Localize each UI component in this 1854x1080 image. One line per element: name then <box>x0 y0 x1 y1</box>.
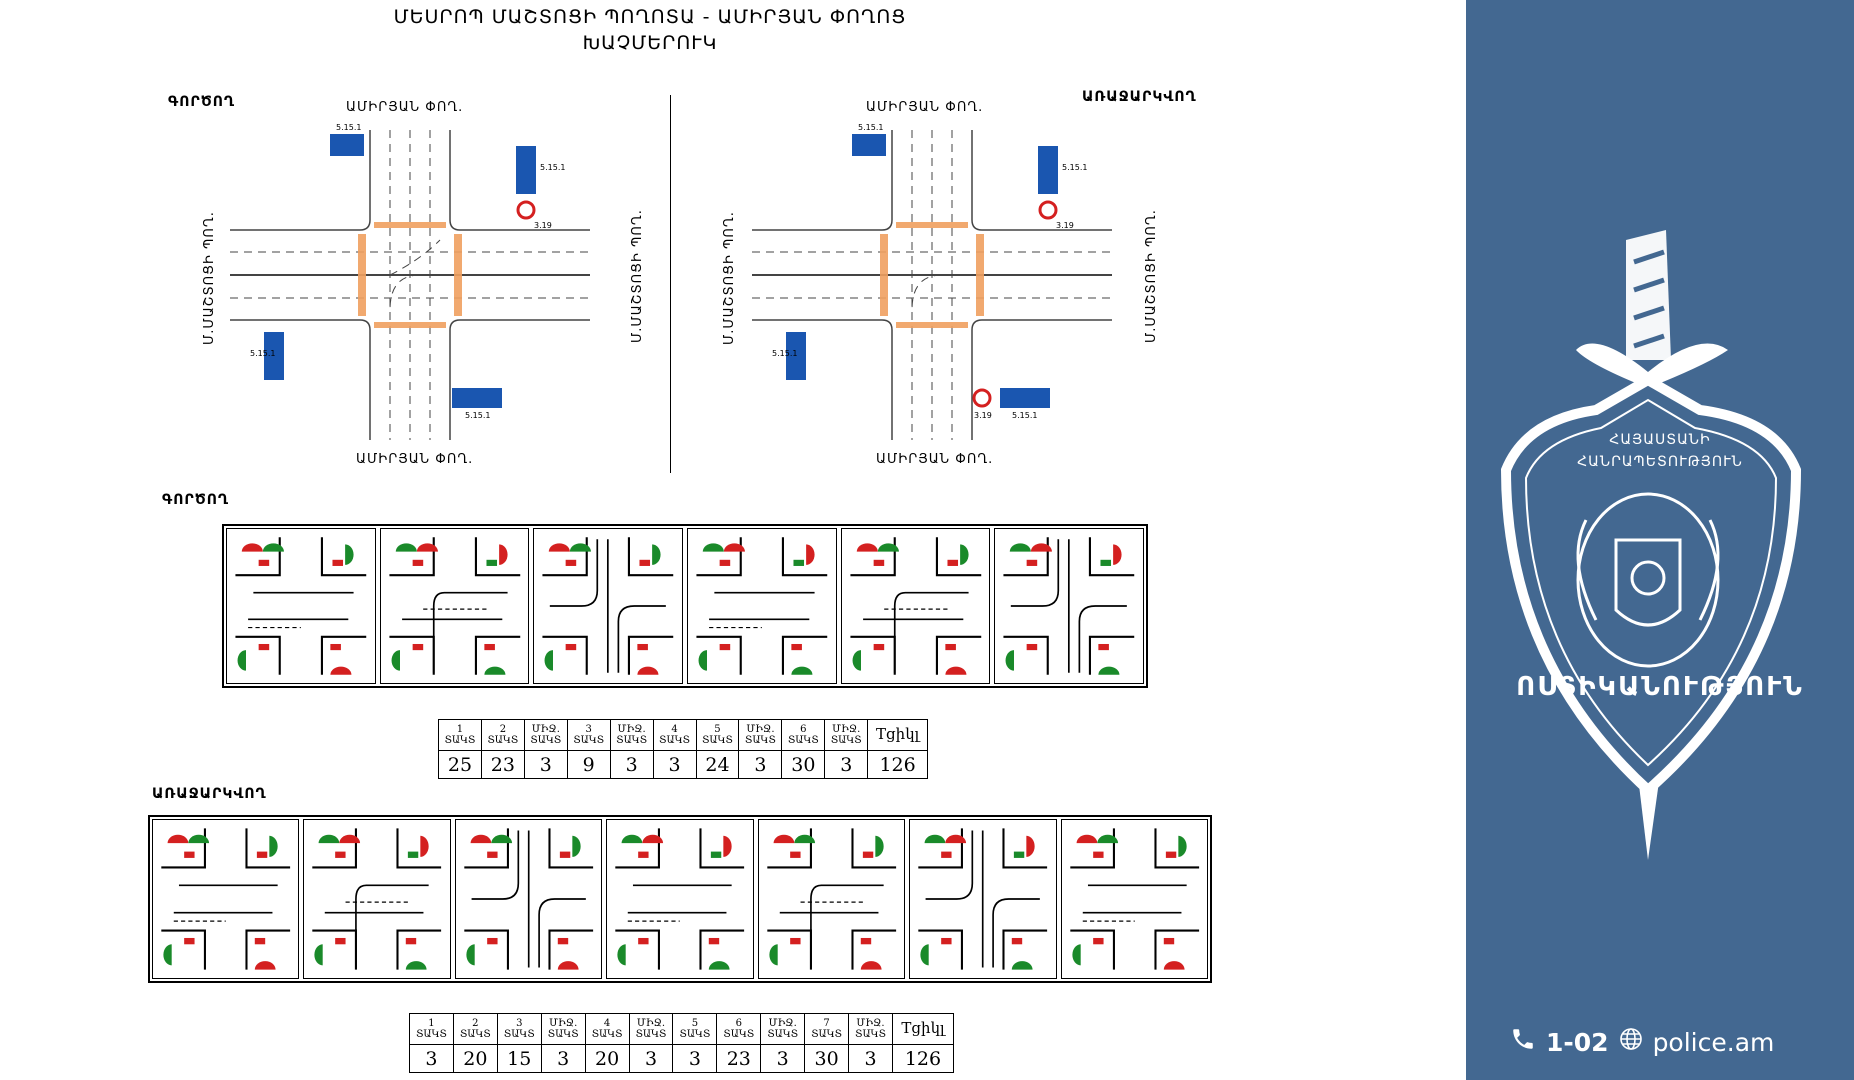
svg-text:3.19: 3.19 <box>974 411 992 420</box>
timing-value-cell: 126 <box>891 1044 955 1073</box>
street-label-south-right: ԱՄԻՐՅԱՆ ՓՈՂ. <box>876 452 994 467</box>
phase-diagram <box>533 528 684 684</box>
phase-diagram <box>303 819 451 979</box>
timing-value-cell: 24 <box>695 750 740 779</box>
timing-header-cell: Tցիկլ <box>867 719 928 751</box>
phase-diagram <box>1060 819 1208 979</box>
phase-diagram <box>840 528 991 684</box>
globe-icon <box>1619 1027 1643 1057</box>
website-link[interactable]: police.am <box>1652 1027 1775 1057</box>
page-title-line2: ԽԱՉՄԵՐՈՒԿ <box>582 32 718 54</box>
timing-value-cell: 3 <box>848 1044 893 1073</box>
timing-value-cell: 30 <box>804 1044 850 1073</box>
street-label-south-left: ԱՄԻՐՅԱՆ ՓՈՂ. <box>356 452 474 467</box>
phase-diagram <box>909 819 1057 979</box>
phase-diagram <box>994 528 1145 684</box>
timing-value-cell: 3 <box>628 1044 674 1073</box>
timing-value-cell: 3 <box>652 750 697 779</box>
phase-diagram <box>379 528 530 684</box>
timing-header-cell: ՄԻՋ.ՏԱԿՏ <box>848 1013 893 1045</box>
svg-text:5.15.1: 5.15.1 <box>1012 411 1037 420</box>
timing-header-cell: ՄԻՋ.ՏԱԿՏ <box>824 719 869 751</box>
svg-text:5.15.1: 5.15.1 <box>465 411 490 420</box>
page-title-line1: ՄԵՍՐՈՊ ՄԱՇՏՈՑԻ ՊՈՂՈՏԱ - ԱՄԻՐՅԱՆ ՓՈՂՈՑ <box>393 6 907 28</box>
timing-header-cell: ՄԻՋ.ՏԱԿՏ <box>540 1013 586 1045</box>
police-sidebar: ՀԱՅԱՍՏԱՆԻ ՀԱՆՐԱՊԵՏՈՒԹՅՈՒՆ ՈՍՏԻԿԱՆՈՒԹՅՈՒՆ <box>1466 0 1854 1080</box>
street-label-east-left: Մ.ՄԱՇՏՈՑԻ ՊՈՂ. <box>630 209 645 343</box>
phase-diagram <box>757 819 906 979</box>
phone-icon <box>1510 1026 1536 1058</box>
timing-value-cell: 20 <box>452 1044 498 1073</box>
timing-header-cell: ՄԻՋ.ՏԱԿՏ <box>738 719 783 751</box>
timing-value-cell: 3 <box>409 1044 454 1073</box>
current-plan-label: ԳՈՐԾՈՂ <box>168 94 236 110</box>
emblem-arc-text: ՈՍՏԻԿԱՆՈՒԹՅՈՒՆ <box>1516 672 1804 702</box>
timing-value-cell: 3 <box>738 750 783 779</box>
timing-header-cell: Tցիկլ <box>891 1013 955 1045</box>
intersection-plan-current: 5.15.1 5.15.1 5.15.1 5.15.1 3.19 <box>230 123 590 440</box>
timing-value-cell: 20 <box>584 1044 630 1073</box>
svg-text:5.15.1: 5.15.1 <box>1062 163 1087 172</box>
timing-value-cell: 3 <box>540 1044 586 1073</box>
phase-diagram <box>606 819 754 979</box>
timing-value-cell: 23 <box>480 750 525 779</box>
intersection-plan-proposed: 5.15.1 5.15.1 5.15.1 5.15.1 3.19 3.19 <box>752 123 1112 440</box>
svg-text:5.15.1: 5.15.1 <box>336 123 361 132</box>
svg-text:5.15.1: 5.15.1 <box>540 163 565 172</box>
street-label-east-right: Մ.ՄԱՇՏՈՑԻ ՊՈՂ. <box>1144 209 1159 343</box>
timing-value-cell: 3 <box>760 1044 806 1073</box>
phase-diagram <box>687 528 837 684</box>
timing-value-cell: 30 <box>781 750 826 779</box>
svg-text:3.19: 3.19 <box>534 221 552 230</box>
timing-value-cell: 3 <box>672 1044 718 1073</box>
contact-footer: 1-02 police.am <box>1510 1026 1774 1058</box>
svg-text:3.19: 3.19 <box>1056 221 1074 230</box>
timing-value-cell: 9 <box>566 750 611 779</box>
phone-number[interactable]: 1-02 <box>1546 1027 1609 1057</box>
proposed-section-label: ԱՌԱՋԱՐԿՎՈՂ <box>152 786 267 802</box>
phase-diagram <box>152 819 300 979</box>
timing-header-cell: ՄԻՋ.ՏԱԿՏ <box>760 1013 806 1045</box>
svg-text:5.15.1: 5.15.1 <box>858 123 883 132</box>
emblem-text-line2: ՀԱՆՐԱՊԵՏՈՒԹՅՈՒՆ <box>1577 454 1743 470</box>
timing-header-cell: ՄԻՋ.ՏԱԿՏ <box>609 719 654 751</box>
timing-header-cell: ՄԻՋ.ՏԱԿՏ <box>523 719 568 751</box>
timing-value-cell: 23 <box>716 1044 762 1073</box>
timing-value-cell: 25 <box>438 750 482 779</box>
timing-value-cell: 3 <box>523 750 568 779</box>
street-label-north-left: ԱՄԻՐՅԱՆ ՓՈՂ. <box>346 100 464 115</box>
phase-strip-proposed <box>148 815 1212 983</box>
police-emblem <box>1500 230 1802 860</box>
timing-value-cell: 3 <box>824 750 869 779</box>
phase-diagram <box>226 528 376 684</box>
proposed-plan-label: ԱՌԱՋԱՐԿՎՈՂ <box>1082 89 1197 105</box>
svg-text:5.15.1: 5.15.1 <box>772 349 797 358</box>
current-section-label: ԳՈՐԾՈՂ <box>162 492 230 508</box>
timing-value-cell: 15 <box>496 1044 542 1073</box>
svg-text:5.15.1: 5.15.1 <box>250 349 275 358</box>
timing-value-cell: 126 <box>867 750 928 779</box>
street-label-north-right: ԱՄԻՐՅԱՆ ՓՈՂ. <box>866 100 984 115</box>
timing-header-cell: ՄԻՋ.ՏԱԿՏ <box>628 1013 674 1045</box>
timing-value-cell: 3 <box>609 750 654 779</box>
plan-divider <box>670 95 671 473</box>
phase-strip-current <box>222 524 1148 688</box>
phase-diagram <box>454 819 603 979</box>
emblem-text-line1: ՀԱՅԱՍՏԱՆԻ <box>1609 432 1711 448</box>
